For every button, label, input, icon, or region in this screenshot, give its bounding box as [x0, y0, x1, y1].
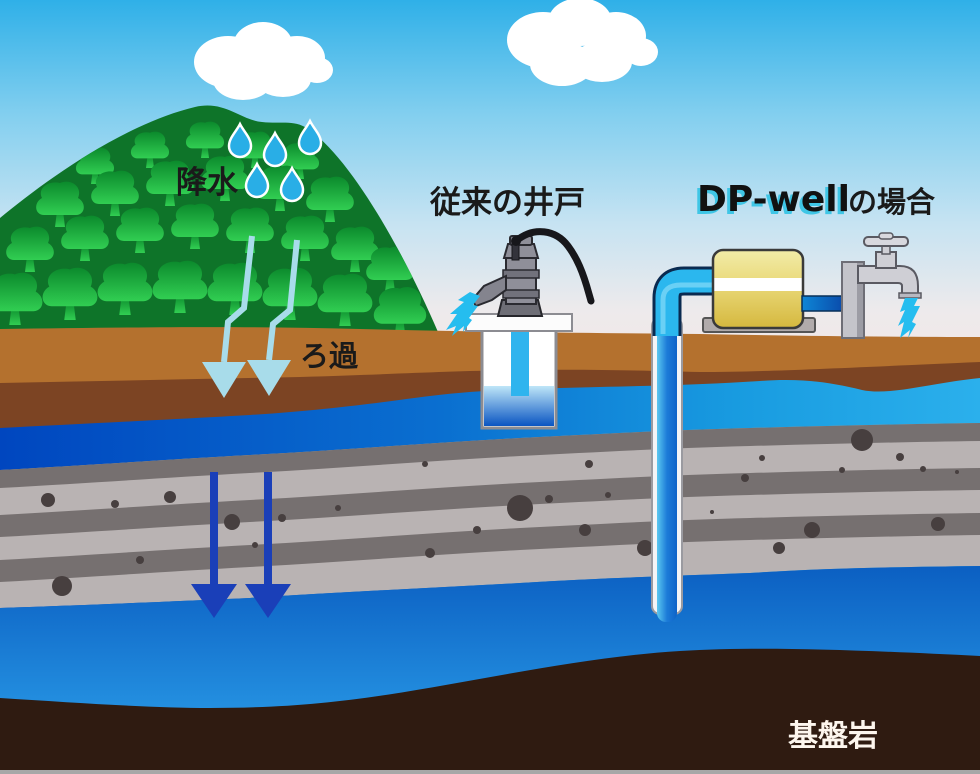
- filtration-arrows: [202, 235, 300, 398]
- dp-well-riser: [652, 266, 717, 336]
- pump-handle: [512, 228, 595, 305]
- tank-white-band: [713, 278, 803, 291]
- faucet-handle-knob: [878, 232, 894, 240]
- faucet-spout-lip: [898, 292, 922, 299]
- bedrock-layer: [0, 648, 980, 774]
- pump-piston-rod: [511, 243, 520, 261]
- gravel-dark-band-2: [0, 468, 980, 537]
- recharge-arrows: [191, 472, 291, 618]
- dp-pipe-core: [657, 318, 677, 622]
- cloud-right: [507, 0, 658, 86]
- conventional-well: [446, 228, 595, 430]
- dp-well-system: [651, 232, 922, 622]
- filtration-label: ろ過: [300, 339, 359, 373]
- outlet-pipe: [801, 295, 847, 312]
- storage-tank: [711, 248, 805, 330]
- pump-water-splash: [446, 292, 480, 336]
- bedrock-label: 基盤岩: [788, 719, 878, 754]
- recharge-arrowhead-2: [245, 584, 291, 618]
- dp-well-label: DP-well: [697, 179, 850, 220]
- well-water-column: [511, 316, 529, 396]
- gravel-dark-band-1: [0, 423, 980, 488]
- hand-pump: [446, 228, 595, 336]
- bottom-border: [0, 770, 980, 774]
- pebbles: [41, 429, 959, 596]
- pump-band-lower: [502, 289, 540, 299]
- cloud-left: [194, 22, 333, 100]
- pump-head: [502, 243, 540, 259]
- pump-pivot-bolt: [511, 236, 521, 246]
- filtration-arrowhead-2: [247, 360, 291, 396]
- faucet: [841, 232, 922, 339]
- faucet-water-splash: [898, 298, 920, 338]
- dp-well-pipe: [651, 317, 683, 622]
- rainfall-label: 降水: [176, 165, 239, 201]
- conventional-well-label: 従来の井戸: [429, 185, 585, 221]
- dp-well-label-shadow: DP-well: [694, 182, 847, 223]
- faucet-post-shade: [857, 263, 863, 337]
- pump-band-upper: [502, 269, 540, 279]
- dp-well-suffix-label: の場合: [848, 185, 935, 219]
- filtration-arrowhead-1: [202, 362, 246, 398]
- gravel-dark-band-3: [0, 513, 980, 582]
- recharge-arrowhead-1: [191, 584, 237, 618]
